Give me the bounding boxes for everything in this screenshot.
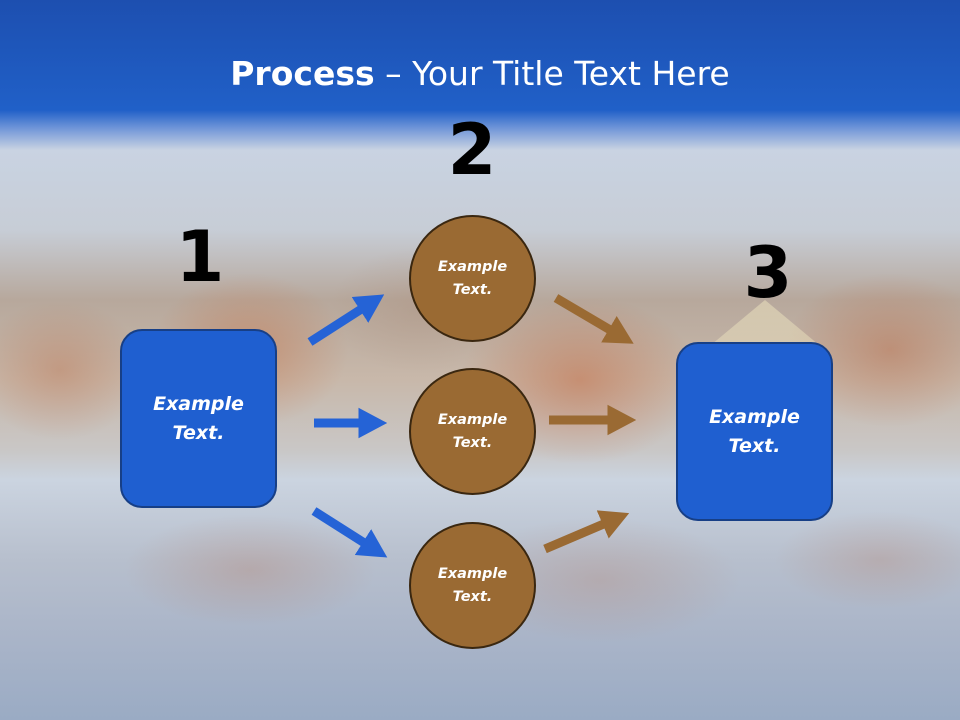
step-3-box: Example Text. xyxy=(676,342,833,521)
step-1-text: Example Text. xyxy=(153,392,244,444)
step-number-1: 1 xyxy=(175,216,225,298)
circle-bottom-text: Example Text. xyxy=(437,565,508,605)
slide-title: Process – Your Title Text Here xyxy=(0,52,960,96)
step-3-text: Example Text. xyxy=(709,405,800,457)
step-number-3: 3 xyxy=(743,232,793,314)
blue-arrow-down xyxy=(311,507,388,558)
title-bold: Process xyxy=(230,54,375,93)
step-number-2: 2 xyxy=(447,109,497,191)
circle-middle-text: Example Text. xyxy=(437,411,508,451)
brown-arrow-up xyxy=(543,510,630,554)
circle-top-text: Example Text. xyxy=(437,258,508,298)
step-1-box: Example Text. xyxy=(120,329,277,508)
step-2-circle-top: Example Text. xyxy=(409,215,536,342)
step-2-circle-middle: Example Text. xyxy=(409,368,536,495)
blue-arrow-up xyxy=(307,294,385,346)
title-rest: – Your Title Text Here xyxy=(374,54,730,93)
brown-arrow-down xyxy=(553,294,634,344)
step-2-circle-bottom: Example Text. xyxy=(409,522,536,649)
